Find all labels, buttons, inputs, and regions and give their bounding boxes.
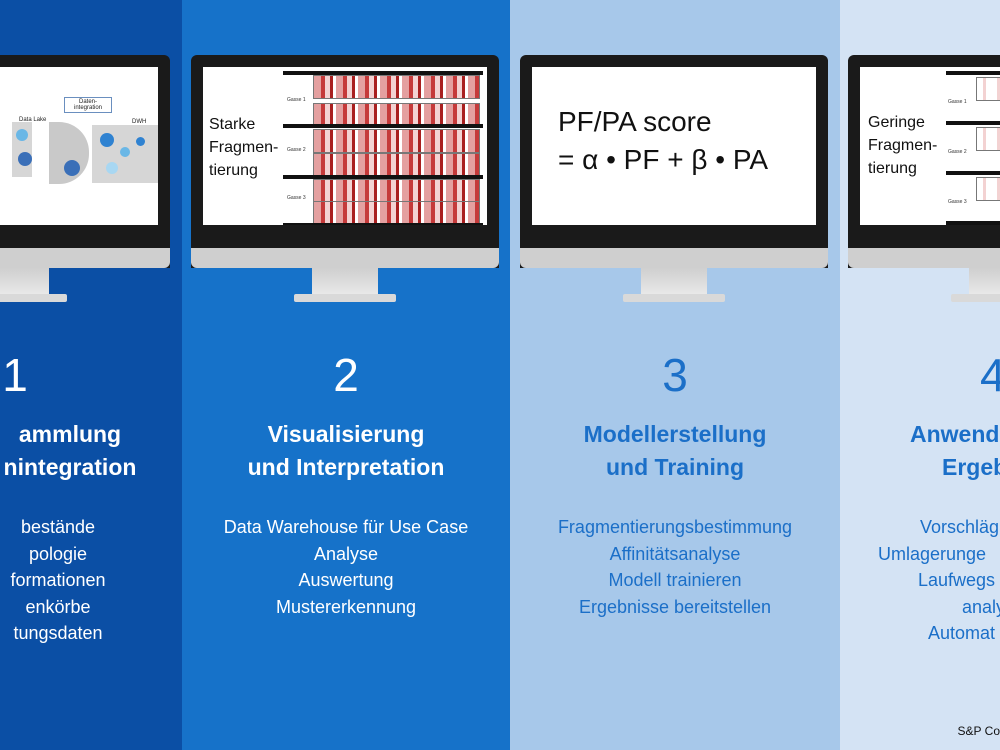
list-item: enkörbe [25, 596, 91, 617]
data-lake-label: Data Lake [19, 117, 47, 123]
step-column-3: PF/PA score = α • PF + β • PA 3 Modeller… [510, 0, 840, 750]
step-items-3: Fragmentierungsbestimmung Affinitätsanal… [510, 514, 840, 620]
list-item: Affinitätsanalyse [609, 543, 741, 564]
step-number-4: 4 [980, 349, 1000, 401]
step-number-3: 3 [662, 349, 688, 401]
list-item: Modell trainieren [608, 570, 742, 591]
screen-data-lake: Data Lake Daten-integration DWH [0, 67, 158, 225]
step-title-2: Visualisierung und Interpretation [247, 421, 445, 480]
formula-line-2: = α • PF + β • PA [558, 144, 769, 175]
step-column-2: Starke Fragmen- tierung Gasse 1 Gasse 2 … [182, 0, 510, 750]
heatmap-row [313, 153, 480, 177]
step-column-1: Data Lake Daten-integration DWH 1 ammlun… [0, 0, 182, 750]
screen-low-fragmentation: Geringe Fragmen- tierung Gasse 1 Gasse 2… [860, 67, 1000, 225]
list-item: formationen [10, 570, 106, 591]
step-title-4: Anwend Ergeb [910, 421, 1000, 480]
heatmap-row [313, 75, 480, 99]
list-item: Fragmentierungsbestimmung [557, 517, 793, 537]
heatmap-row [976, 77, 1000, 101]
data-integration-box: Daten-integration [64, 97, 112, 113]
monitor-1: Data Lake Daten-integration DWH [0, 55, 170, 302]
list-item: tungsdaten [13, 623, 103, 644]
heatmap-row [976, 127, 1000, 151]
list-item: analy [962, 596, 1000, 617]
list-item: bestände [20, 517, 96, 537]
formula-line-1: PF/PA score [558, 106, 712, 137]
step-column-4: Geringe Fragmen- tierung Gasse 1 Gasse 2… [840, 0, 1000, 750]
monitor-3: PF/PA score = α • PF + β • PA [520, 55, 828, 302]
list-item: Vorschläg [920, 517, 1000, 537]
footer-credit: S&P Co [957, 724, 1000, 738]
heatmap-row [313, 201, 480, 225]
list-item: Analyse [313, 543, 379, 564]
step-items-1: bestände pologie formationen enkörbe tun… [0, 514, 168, 647]
list-item: Laufwegs [918, 570, 996, 591]
monitor-4: Geringe Fragmen- tierung Gasse 1 Gasse 2… [848, 55, 1000, 302]
monitor-2: Starke Fragmen- tierung Gasse 1 Gasse 2 … [191, 55, 499, 302]
list-item: Ergebnisse bereitstellen [578, 596, 772, 617]
list-item: Mustererkennung [275, 596, 417, 617]
heatmap-row [976, 177, 1000, 201]
step-items-4: Vorschläg Umlagerunge Laufwegs analy Aut… [878, 514, 1000, 647]
screen-strong-fragmentation: Starke Fragmen- tierung Gasse 1 Gasse 2 … [203, 67, 487, 225]
step-number-2: 2 [333, 349, 359, 401]
list-item: pologie [28, 543, 88, 564]
list-item: Umlagerunge [878, 543, 987, 564]
dwh-label: DWH [132, 119, 147, 125]
step-items-2: Data Warehouse für Use Case Analyse Ausw… [182, 514, 510, 620]
list-item: Auswertung [298, 570, 394, 591]
step-title-1: ammlung nintegration [3, 421, 137, 480]
screen-score-formula: PF/PA score = α • PF + β • PA [532, 67, 816, 225]
list-item: Automat [928, 623, 996, 644]
step-number-1: 1 [2, 349, 28, 401]
heatmap-row [313, 129, 480, 153]
list-item: Data Warehouse für Use Case [223, 517, 469, 537]
step-title-3: Modellerstellung und Training [583, 421, 767, 480]
heatmap-row [313, 179, 480, 203]
